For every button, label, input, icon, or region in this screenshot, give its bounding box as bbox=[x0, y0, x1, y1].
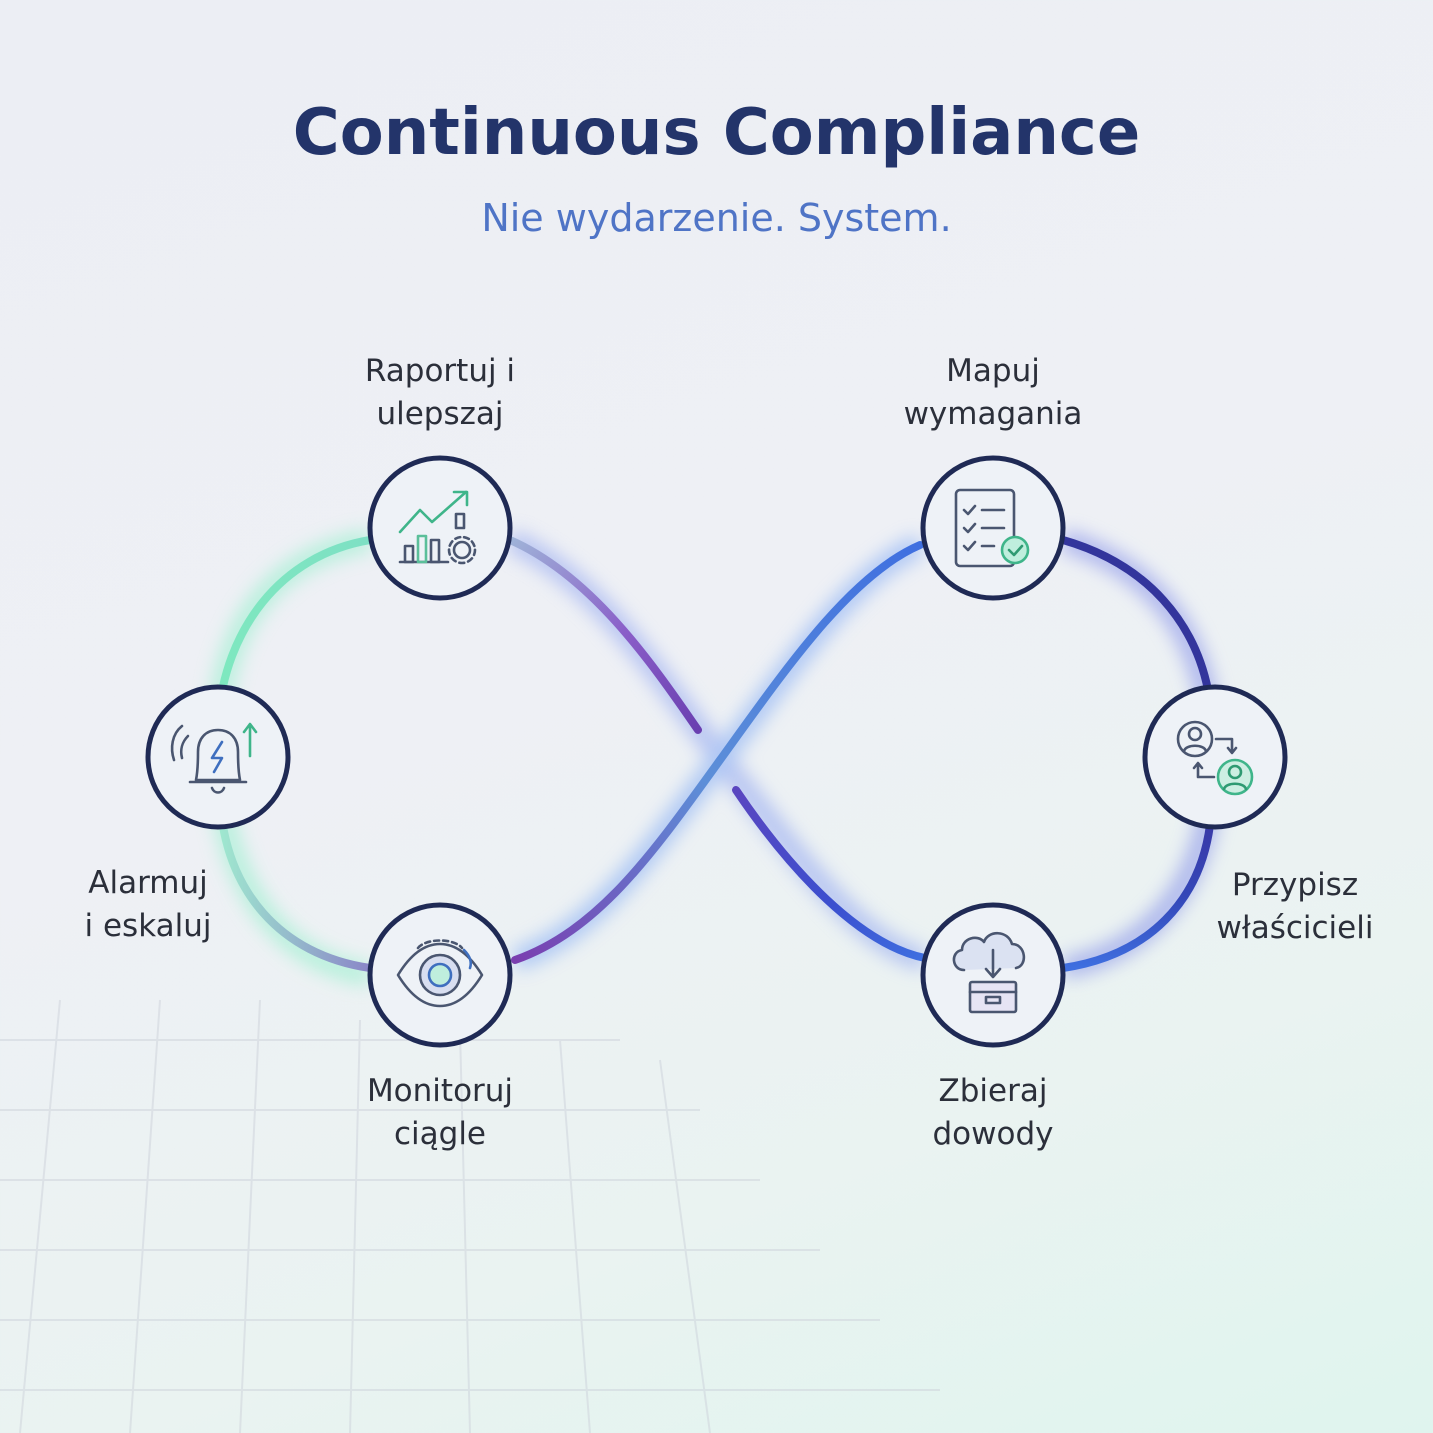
node-collect[interactable] bbox=[920, 902, 1066, 1048]
loop-right-upper bbox=[1059, 536, 1212, 694]
node-monitor[interactable] bbox=[367, 902, 513, 1048]
step-label-assign: Przypisz właścicieli bbox=[1216, 867, 1374, 946]
loop-right-lower bbox=[1059, 821, 1214, 972]
node-alarm[interactable] bbox=[145, 684, 291, 830]
checklist-icon bbox=[954, 488, 1030, 568]
step-label-monitor: Monitoruj ciągle bbox=[366, 1073, 514, 1152]
loop-left-lower bbox=[216, 796, 374, 972]
background-grid bbox=[0, 999, 940, 1433]
loop-diagonal-down-2 bbox=[732, 786, 929, 962]
loop-diagonal-up bbox=[511, 541, 924, 964]
node-report[interactable] bbox=[367, 455, 513, 601]
node-assign[interactable] bbox=[1142, 684, 1288, 830]
cloud-archive-icon bbox=[952, 931, 1026, 1014]
alarm-bell-icon bbox=[170, 722, 258, 794]
infinity-loop bbox=[214, 536, 1214, 972]
page-subtitle: Nie wydarzenie. System. bbox=[481, 196, 952, 240]
step-label-report: Raportuj i ulepszaj bbox=[364, 353, 516, 432]
node-map[interactable] bbox=[920, 455, 1066, 601]
step-label-collect: Zbieraj dowody bbox=[932, 1073, 1054, 1152]
loop-diagonal-down bbox=[506, 536, 702, 734]
growth-chart-gear-icon bbox=[398, 490, 477, 565]
step-label-map: Mapuj wymagania bbox=[903, 353, 1083, 432]
eye-icon bbox=[396, 939, 484, 1008]
user-swap-icon bbox=[1176, 720, 1254, 796]
step-label-alarm: Alarmuj i eskaluj bbox=[84, 865, 212, 944]
page-title: Continuous Compliance bbox=[292, 96, 1141, 170]
